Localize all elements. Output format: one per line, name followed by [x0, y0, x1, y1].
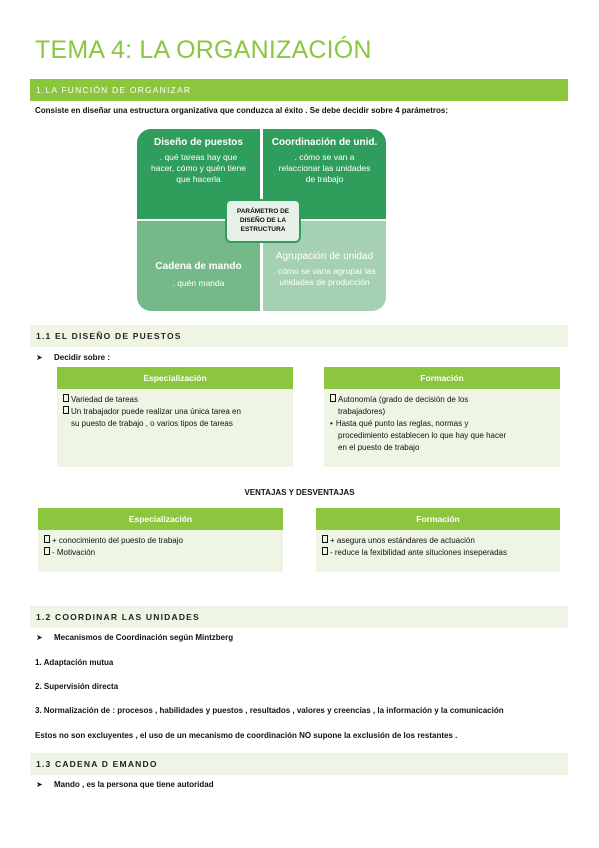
mechanism-3: 3. Normalización de : procesos , habilid… — [35, 706, 504, 715]
card-header: Formación — [324, 367, 560, 389]
section-1-1-heading: 1.1 EL DISEÑO DE PUESTOS — [30, 325, 568, 347]
card-line: su puesto de trabajo , o varios tipos de… — [71, 419, 233, 428]
section-1-heading: 1.LA FUNCIÓN DE ORGANIZAR — [30, 79, 568, 101]
page-title: TEMA 4: LA ORGANIZACIÓN — [35, 36, 372, 64]
card-line: + conocimiento del puesto de trabajo — [52, 536, 183, 545]
mechanisms-note: Estos no son excluyentes , el uso de un … — [35, 731, 458, 740]
section-1-3-heading: 1.3 CADENA D EMANDO — [30, 753, 568, 775]
checkbox-icon — [63, 406, 69, 414]
quadrant-desc: . quén manda — [172, 278, 225, 288]
card-line: - Motivación — [52, 548, 96, 557]
mintzberg-bullet: Mecanismos de Coordinación según Mintzbe… — [54, 633, 234, 642]
quadrant-desc: . cómo se vana agrupar las unidades de p… — [273, 266, 376, 287]
card-line: Autonomía (grado de decisión de los — [338, 395, 469, 404]
card-line: procedimiento establecen lo que hay que … — [338, 431, 507, 440]
checkbox-icon — [63, 394, 69, 402]
card-specialization-proscons: Especialización + conocimiento del puest… — [38, 508, 283, 572]
structure-diagram: Diseño de puestos . qué tareas hay que h… — [137, 129, 387, 312]
mechanism-1: 1. Adaptación mutua — [35, 658, 114, 667]
quadrant-title: Cadena de mando — [155, 261, 242, 272]
quadrant-title: Diseño de puestos — [154, 137, 243, 148]
section-1-2-heading: 1.2 COORDINAR LAS UNIDADES — [30, 606, 568, 628]
section-1-intro: Consiste en diseñar una estructura organ… — [35, 106, 449, 115]
card-line: - reduce la fexibilidad ante situciones … — [330, 548, 507, 557]
quadrant-title: Agrupación de unidad — [275, 251, 374, 262]
card-line: en el puesto de trabajo — [338, 443, 420, 452]
arrow-bullet-icon: ➤ — [36, 780, 43, 789]
mechanism-2: 2. Supervisión directa — [35, 682, 119, 691]
arrow-bullet-icon: ➤ — [36, 633, 43, 642]
card-training-proscons: Formación + asegura unos estándares de a… — [316, 508, 560, 572]
card-specialization: Especialización Variedad de tareas Un tr… — [57, 367, 293, 467]
checkbox-icon — [322, 535, 328, 543]
card-line: Un trabajador puede realizar una única t… — [71, 407, 241, 416]
quadrant-title: Coordinación de unid. — [271, 137, 378, 148]
card-header: Especialización — [57, 367, 293, 389]
diagram-center-label: PARÁMETRO DE DISEÑO DE LA ESTRUCTURA — [225, 199, 301, 243]
checkbox-icon — [322, 547, 328, 555]
pros-cons-title: VENTAJAS Y DESVENTAJAS — [244, 488, 355, 497]
bullet-dot-icon: • — [330, 419, 333, 428]
card-header: Formación — [316, 508, 560, 530]
card-line: Hasta qué punto las reglas, normas y — [335, 419, 469, 428]
decide-bullet: Decidir sobre : — [54, 353, 111, 362]
card-training: Formación Autonomía (grado de decisión d… — [324, 367, 560, 467]
quadrant-desc: . qué tareas hay que hacer, cómo y quén … — [151, 152, 246, 184]
card-line: trabajadores) — [338, 407, 386, 416]
command-bullet: Mando , es la persona que tiene autorida… — [54, 780, 214, 789]
checkbox-icon — [330, 394, 336, 402]
arrow-bullet-icon: ➤ — [36, 353, 43, 362]
quadrant-desc: . cómo se van a relaccionar las unidades… — [278, 152, 371, 184]
card-line: + asegura unos estándares de actuación — [330, 536, 475, 545]
card-line: Variedad de tareas — [71, 395, 139, 404]
checkbox-icon — [44, 547, 50, 555]
card-header: Especialización — [38, 508, 283, 530]
checkbox-icon — [44, 535, 50, 543]
quadrant-job-design: Diseño de puestos . qué tareas hay que h… — [137, 129, 260, 219]
